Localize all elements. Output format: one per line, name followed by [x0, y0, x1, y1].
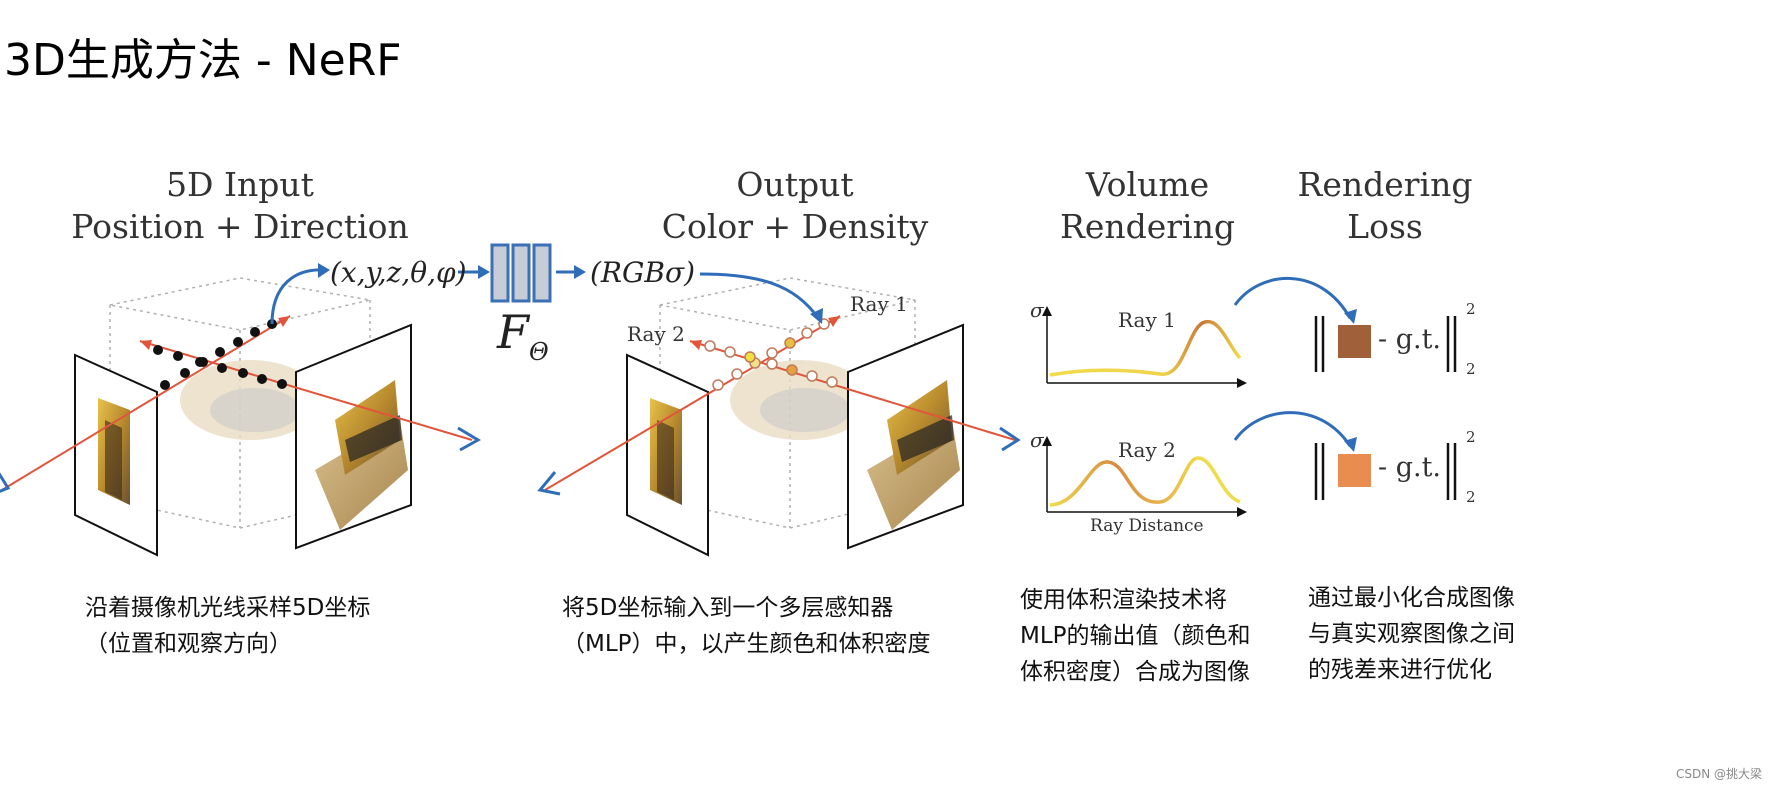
caption-volume-line2: MLP的输出值（颜色和: [1020, 623, 1251, 649]
image-plane-left: [74, 353, 158, 557]
header-volume-line2: Rendering: [1060, 207, 1235, 246]
header-output-line1: Output: [736, 165, 854, 204]
header-loss-line2: Loss: [1347, 207, 1423, 246]
caption-sampling-line1: 沿着摄像机光线采样5D坐标: [85, 595, 371, 621]
header-loss-line1: Rendering: [1297, 165, 1473, 204]
input-scene: [0, 263, 481, 557]
header-output: Output Color + Density: [650, 164, 940, 248]
caption-mlp-line1: 将5D坐标输入到一个多层感知器: [562, 595, 894, 621]
caption-mlp-line2: （MLP）中，以产生颜色和体积密度: [562, 631, 931, 657]
caption-sampling-line2: （位置和观察方向）: [85, 631, 292, 657]
ray2-plot: [1042, 436, 1247, 517]
sample-points: [153, 319, 287, 390]
ray1-plot: [1042, 306, 1247, 388]
sigma-label-1: σ: [1030, 298, 1044, 322]
output-tuple: (RGBσ): [590, 256, 695, 289]
ray-distance-label: Ray Distance: [1090, 516, 1204, 536]
image-plane-right: [295, 323, 412, 550]
caption-volume-line3: 体积密度）合成为图像: [1020, 659, 1250, 685]
ray-b: [139, 340, 473, 441]
swatch-ray2: [1338, 454, 1371, 487]
swatch-ray1: [1338, 325, 1371, 358]
caption-loss-line1: 通过最小化合成图像: [1308, 585, 1515, 611]
caption-volume: 使用体积渲染技术将 MLP的输出值（颜色和 体积密度）合成为图像: [1020, 582, 1251, 690]
header-loss: Rendering Loss: [1295, 164, 1475, 248]
norm-sup-1: 2: [1466, 300, 1476, 318]
caption-loss-line3: 的残差来进行优化: [1308, 657, 1492, 683]
header-input: 5D Input Position + Direction: [70, 164, 410, 248]
header-volume: Volume Rendering: [1055, 164, 1240, 248]
watermark: CSDN @挑大梁: [1675, 767, 1762, 781]
loss-arrows: [1233, 276, 1357, 452]
plot-ray1-label: Ray 1: [1118, 308, 1176, 332]
scene-ray2-label: Ray 2: [627, 322, 685, 346]
header-input-line2: Position + Direction: [71, 207, 409, 246]
network-subscript: Θ: [529, 338, 549, 366]
colored-samples: [704, 318, 838, 391]
output-scene: [537, 272, 1021, 557]
norm-sup-2: 2: [1466, 428, 1476, 446]
caption-sampling: 沿着摄像机光线采样5D坐标 （位置和观察方向）: [85, 590, 370, 662]
output-plane-right: [847, 323, 964, 550]
header-output-line2: Color + Density: [661, 207, 929, 246]
norm-bars: [1314, 316, 1457, 500]
input-tuple: (x,y,z,θ,φ): [330, 256, 467, 289]
norm-sub-2: 2: [1466, 488, 1476, 506]
caption-mlp: 将5D坐标输入到一个多层感知器 （MLP）中，以产生颜色和体积密度: [562, 590, 931, 662]
gt-label-1: - g.t.: [1378, 324, 1442, 355]
gt-label-2: - g.t.: [1378, 452, 1442, 483]
header-input-line1: 5D Input: [166, 165, 314, 204]
header-volume-line1: Volume: [1085, 165, 1210, 204]
output-plane-left: [626, 353, 709, 557]
caption-loss: 通过最小化合成图像 与真实观察图像之间 的残差来进行优化: [1308, 580, 1515, 688]
page-title: 3D生成方法 - NeRF: [4, 35, 402, 86]
norm-sub-1: 2: [1466, 360, 1476, 378]
caption-volume-line1: 使用体积渲染技术将: [1020, 587, 1227, 613]
plot-ray2-label: Ray 2: [1118, 438, 1176, 462]
caption-loss-line2: 与真实观察图像之间: [1308, 621, 1515, 647]
sigma-label-2: σ: [1030, 428, 1044, 452]
network-symbol: F: [497, 305, 529, 359]
scene-ray1-label: Ray 1: [850, 292, 908, 316]
mlp-block: [458, 243, 586, 303]
